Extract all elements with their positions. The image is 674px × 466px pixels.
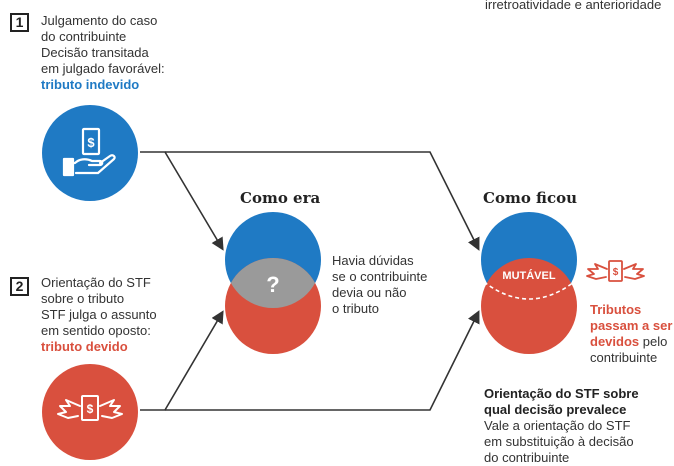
case1-text: Julgamento do caso do contribuinte Decis…	[41, 13, 165, 93]
after-title: Como ficou	[483, 189, 577, 207]
mutavel-badge: MUTÁVEL	[502, 269, 555, 282]
case1-number: 1	[10, 13, 29, 32]
top-right-fragment: irretroatividade e anterioridade	[485, 0, 662, 12]
case1-highlight: tributo indevido	[41, 77, 140, 92]
stf-note: Orientação do STF sobre qual decisão pre…	[484, 386, 639, 466]
before-title: Como era	[240, 189, 321, 207]
before-venn: ?	[225, 212, 321, 354]
stf-title2: qual decisão prevalece	[484, 402, 627, 417]
after-venn: MUTÁVEL	[481, 212, 577, 354]
case1-line4: em julgado favorável:	[41, 61, 165, 76]
case2-line1: Orientação do STF	[41, 275, 151, 290]
case1-line3: Decisão transitada	[41, 45, 149, 60]
after-highlight1: Tributos	[590, 302, 642, 317]
case1-line1: Julgamento do caso	[41, 13, 158, 28]
case2-line4: em sentido oposto:	[41, 323, 151, 338]
line-case2-to-after	[165, 310, 480, 411]
before-line2: se o contribuinte	[332, 269, 428, 284]
svg-text:$: $	[613, 267, 619, 278]
after-line4: contribuinte	[590, 350, 658, 365]
case2-text: Orientação do STF sobre o tributo STF ju…	[41, 275, 157, 355]
before-description: Havia dúvidas se o contribuinte devia ou…	[332, 253, 427, 317]
stf-line1: Vale a orientação do STF	[484, 418, 631, 433]
winged-money-outline-icon: $	[586, 260, 645, 282]
svg-text:$: $	[87, 135, 95, 150]
case2-line2: sobre o tributo	[41, 291, 125, 306]
stf-line3: do contribuinte	[484, 450, 570, 465]
before-line4: o tributo	[332, 301, 379, 316]
after-description: Tributos passam a ser devidos pelo contr…	[590, 302, 672, 366]
question-icon: ?	[266, 272, 279, 297]
line-case1-to-before	[140, 151, 224, 251]
winged-money-icon: $	[57, 395, 123, 421]
case1-circle: $	[42, 105, 138, 201]
stf-title1: Orientação do STF sobre	[484, 386, 639, 401]
case2-number: 2	[10, 277, 29, 296]
line-case1-to-after	[165, 151, 480, 251]
before-line3: devia ou não	[332, 285, 407, 300]
hand-money-icon: $	[62, 127, 116, 177]
svg-text:$: $	[87, 402, 94, 416]
before-line1: Havia dúvidas	[332, 253, 414, 268]
case2-circle: $	[42, 364, 138, 460]
case2-highlight: tributo devido	[41, 339, 128, 354]
after-highlight2: passam a ser	[590, 318, 673, 333]
after-rest3: pelo	[639, 334, 668, 349]
case2-line3: STF julga o assunto	[41, 307, 157, 322]
after-highlight3: devidos	[590, 334, 640, 349]
case1-line2: do contribuinte	[41, 29, 127, 44]
stf-line2: em substituição à decisão	[484, 434, 634, 449]
